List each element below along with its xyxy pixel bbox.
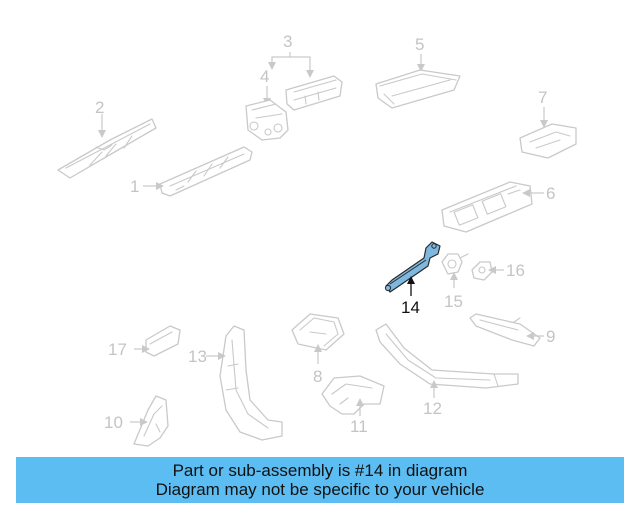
arrowhead-14 [407, 276, 415, 284]
part-7-bezel [519, 123, 577, 159]
part-15-clip [441, 253, 469, 275]
callout-10: 10 [104, 413, 123, 432]
arrowhead-8 [314, 344, 322, 352]
arrowhead-9 [526, 332, 534, 340]
callout-16: 16 [506, 261, 525, 280]
part-11-duct-elbow [321, 375, 385, 415]
part-10-support [133, 395, 169, 447]
part-16-grommet [471, 261, 493, 281]
banner-line-2: Diagram may not be specific to your vehi… [155, 480, 485, 499]
callout-15: 15 [444, 292, 463, 311]
arrowhead-17 [142, 345, 150, 353]
part-13-tall-duct [219, 325, 283, 441]
arrowhead-11 [356, 398, 364, 406]
callout-5: 5 [415, 35, 424, 54]
arrowhead-7 [540, 120, 548, 128]
part-17-connector [145, 325, 181, 357]
arrowhead-15 [450, 272, 458, 280]
leader-3 [271, 56, 311, 72]
arrowhead-10 [140, 418, 148, 426]
callout-12: 12 [423, 399, 442, 418]
callout-2: 2 [95, 98, 104, 117]
arrowhead-5 [417, 64, 425, 72]
callout-8: 8 [313, 367, 322, 386]
arrowhead-6 [522, 189, 530, 197]
callout-17: 17 [108, 340, 127, 359]
callout-14: 14 [401, 298, 420, 317]
part-5-filter [375, 69, 461, 109]
part-6-vent-assembly [441, 181, 533, 233]
callout-13: 13 [188, 347, 207, 366]
banner-line-1: Part or sub-assembly is #14 in diagram [172, 461, 468, 480]
part-4-actuator [245, 99, 289, 141]
arrowhead-3a [268, 62, 276, 70]
callout-11: 11 [350, 417, 368, 436]
part-1-vent-grille [159, 146, 253, 197]
part-12-duct [375, 323, 519, 389]
callout-3: 3 [283, 32, 292, 51]
callout-4: 4 [260, 67, 269, 86]
part-8-vent-housing [291, 313, 345, 351]
arrowhead-1 [156, 182, 164, 190]
arrowhead-13 [218, 352, 226, 360]
part-2-duct [57, 118, 157, 179]
callout-9: 9 [546, 327, 555, 346]
arrowhead-16 [488, 266, 496, 274]
part-14-link-rod [384, 241, 441, 293]
info-banner: Part or sub-assembly is #14 in diagram D… [16, 457, 624, 503]
arrowhead-2 [98, 130, 106, 138]
arrowhead-12 [430, 380, 438, 388]
callout-7: 7 [538, 88, 547, 107]
arrowhead-3b [306, 70, 314, 78]
callout-1: 1 [130, 177, 139, 196]
part-9-bracket [469, 313, 541, 347]
part-3-vent-louver [285, 75, 343, 111]
callout-6: 6 [546, 184, 555, 203]
parts-diagram: 2 1 3 4 5 7 [57, 32, 577, 447]
